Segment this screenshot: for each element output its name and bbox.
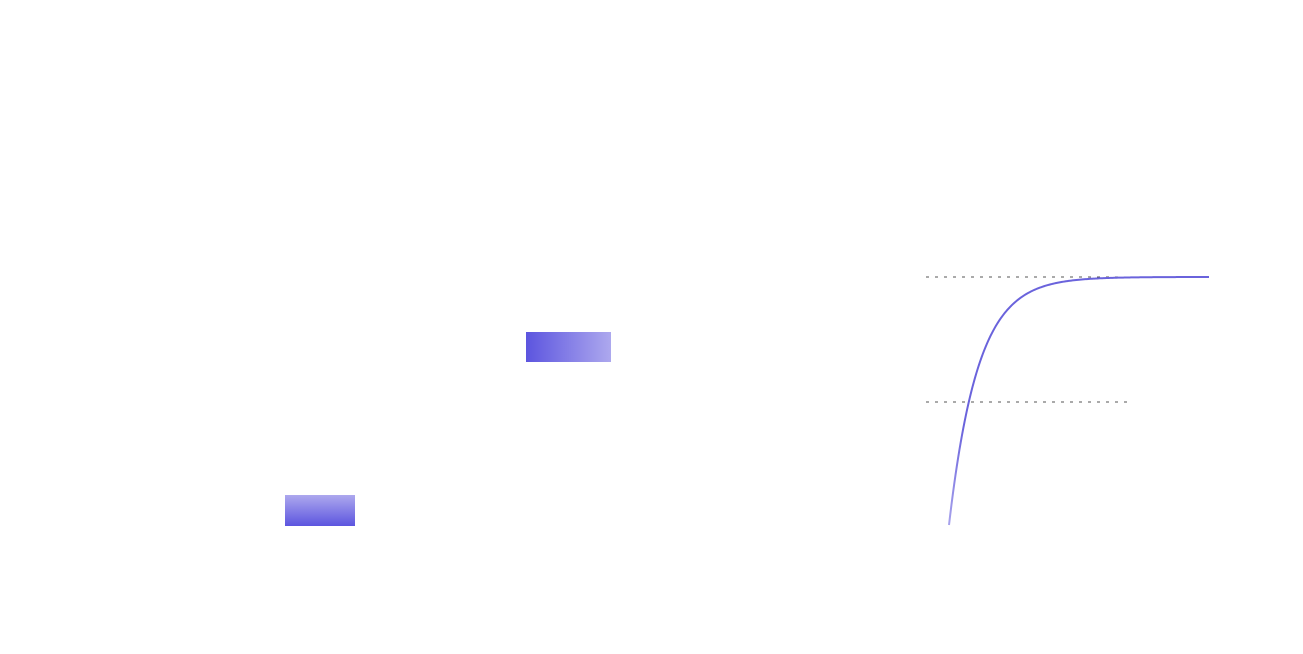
vertical-gradient-swatch [285,495,355,526]
horizontal-gradient-swatch [526,332,611,362]
easing-curve-line [948,276,1209,526]
